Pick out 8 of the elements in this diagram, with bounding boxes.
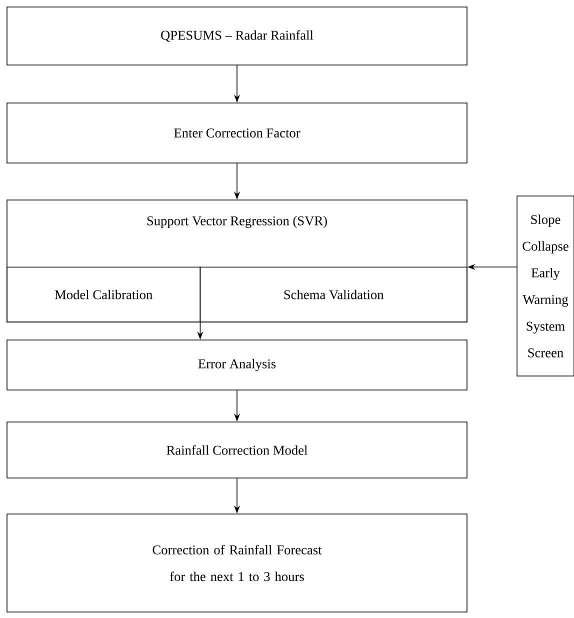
sub-box: Schema Validation: [200, 266, 468, 322]
process-box: Error Analysis: [6, 340, 468, 390]
process-box: Correction of Rainfall Forecast for the next 1 to 3 hours: [6, 514, 468, 612]
process-box: QPESUMS – Radar Rainfall: [6, 6, 468, 66]
process-box: Enter Correction Factor: [6, 102, 468, 164]
side-box: Slope Collapse Early Warning System Screen: [516, 196, 574, 376]
process-box: Rainfall Correction Model: [6, 422, 468, 478]
sub-box: Model Calibration: [6, 266, 201, 322]
